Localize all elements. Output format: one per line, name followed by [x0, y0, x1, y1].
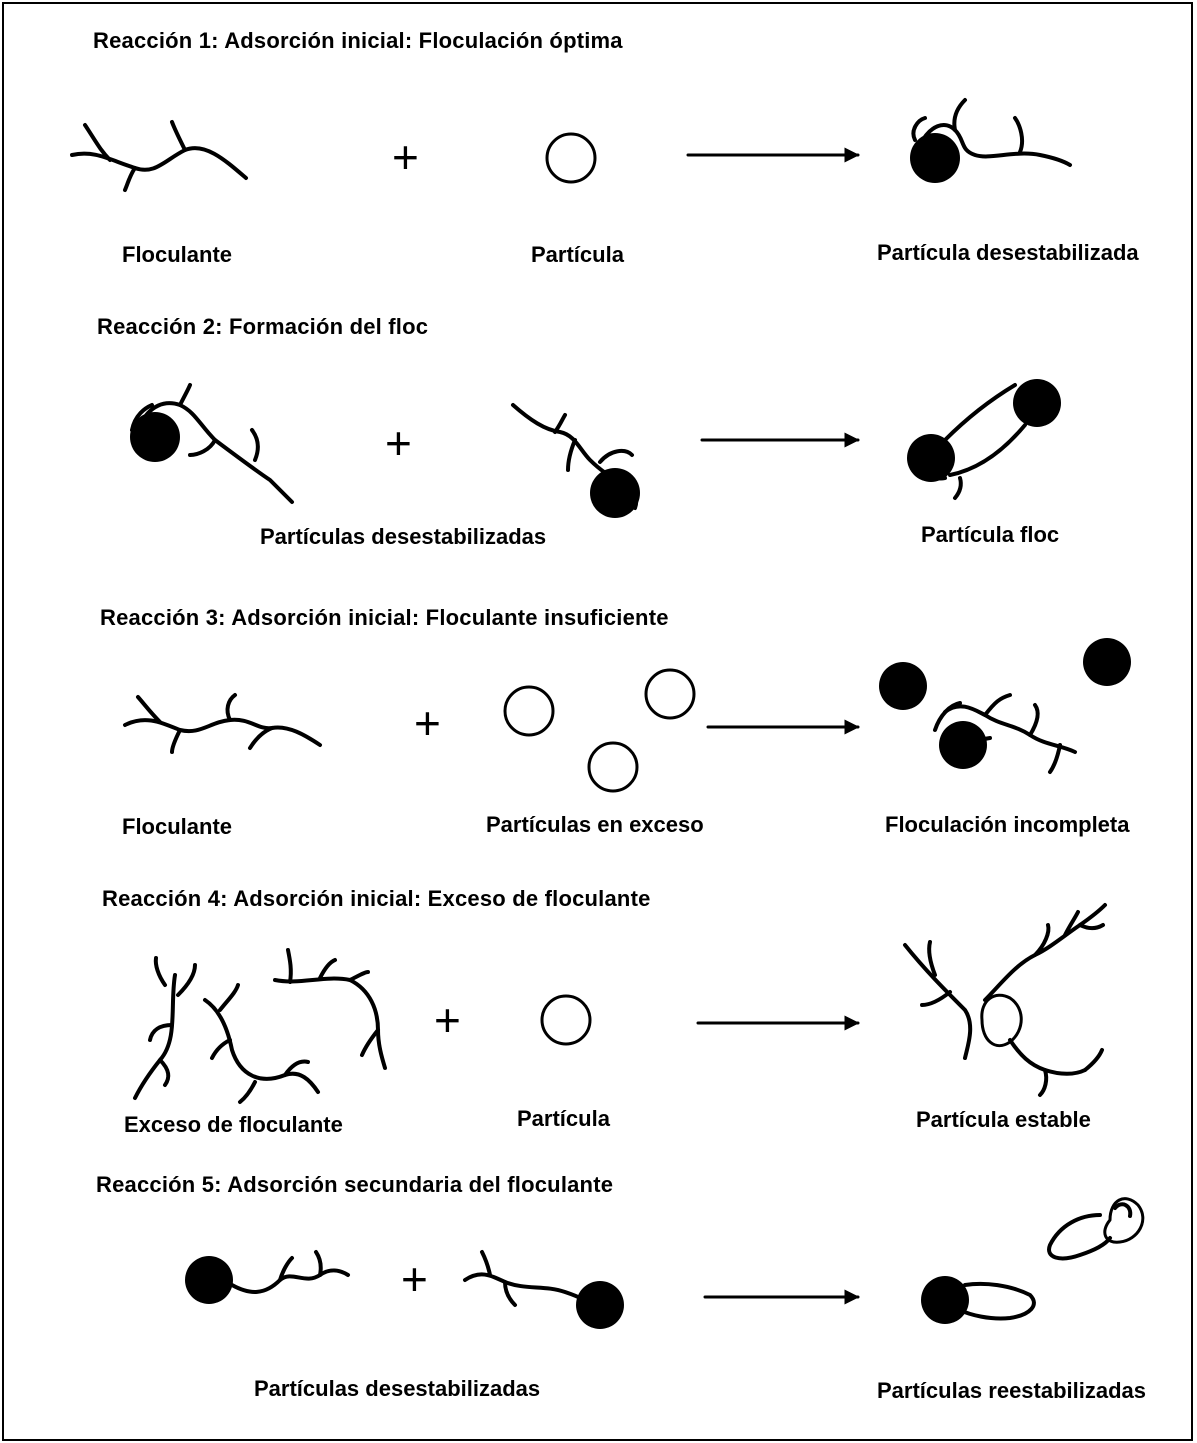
- flocculant-molecule: [125, 695, 320, 752]
- destabilized-particle: [185, 1252, 348, 1304]
- destabilized-particle: [910, 100, 1070, 183]
- flocculant-molecule: [72, 122, 246, 190]
- particle-circle: [542, 996, 590, 1044]
- incomplete-flocculation: [879, 638, 1131, 772]
- excess-flocculant: [135, 950, 385, 1102]
- stable-particle: [905, 905, 1105, 1095]
- destabilized-particle: [513, 405, 640, 518]
- restabilized-particles: [921, 1199, 1143, 1324]
- destabilized-particle: [465, 1252, 624, 1329]
- particle-circle: [646, 670, 694, 718]
- particle-circle: [547, 134, 595, 182]
- destabilized-particle: [130, 385, 292, 502]
- floc-particle: [907, 379, 1061, 498]
- particle-circle: [505, 687, 553, 735]
- particle-circle: [589, 743, 637, 791]
